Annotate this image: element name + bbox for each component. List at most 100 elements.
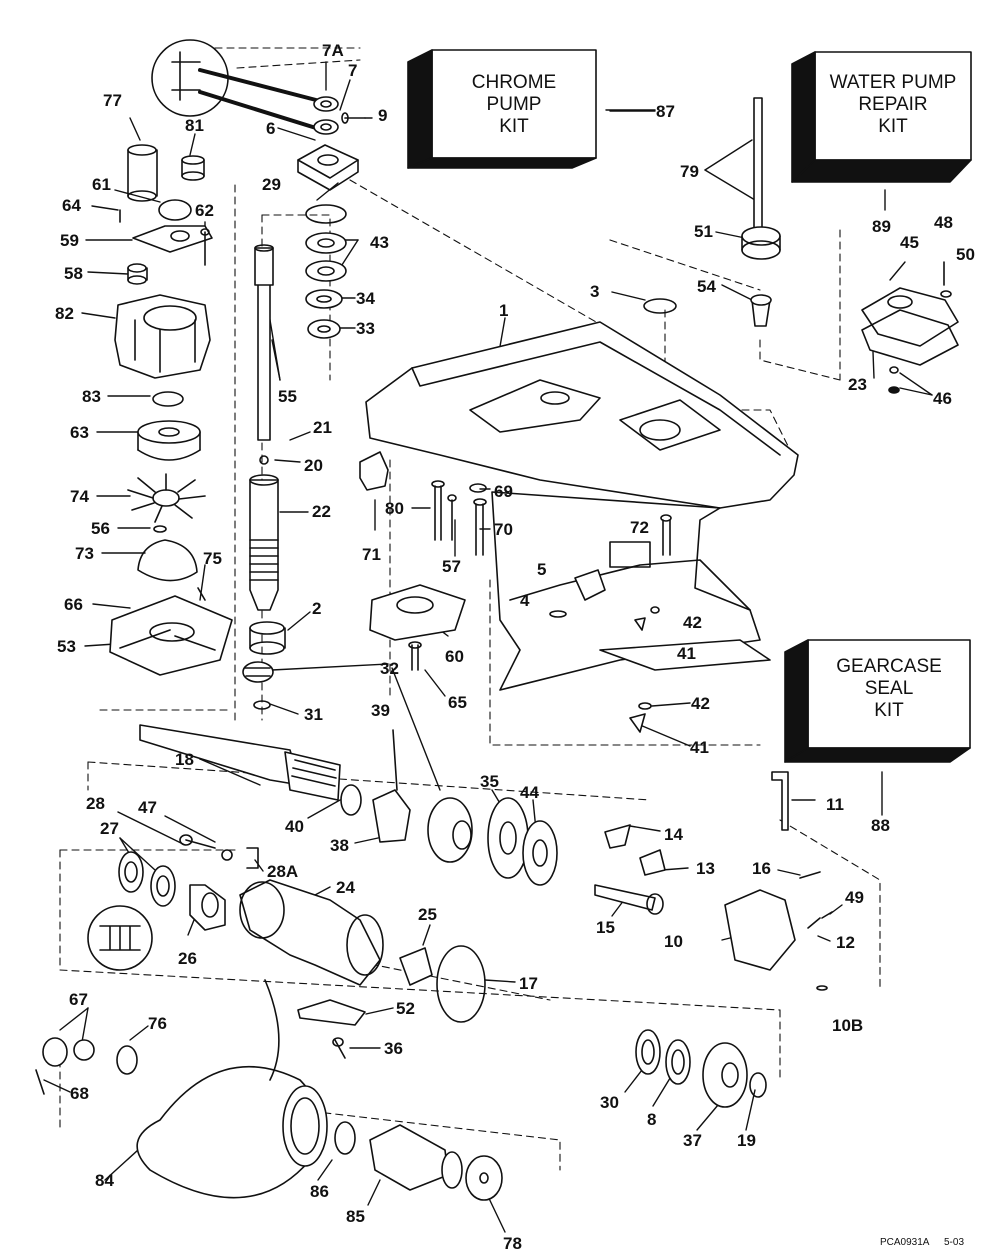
callout-42-lower: 42 bbox=[691, 694, 710, 713]
callout-70: 70 bbox=[494, 520, 513, 539]
gearcase-seal-kit-box bbox=[784, 639, 971, 763]
kit-line: WATER PUMP bbox=[829, 72, 957, 93]
callout-7a: 7A bbox=[322, 41, 344, 60]
callout-38: 38 bbox=[330, 836, 349, 855]
kit-line: REPAIR bbox=[858, 94, 928, 115]
callout-12: 12 bbox=[836, 933, 855, 952]
water-pump-kit-box bbox=[791, 51, 972, 183]
callout-55: 55 bbox=[278, 387, 297, 406]
callout-64: 64 bbox=[62, 196, 81, 215]
callout-45: 45 bbox=[900, 233, 919, 252]
callout-56: 56 bbox=[91, 519, 110, 538]
callout-6: 6 bbox=[266, 119, 276, 138]
callout-7: 7 bbox=[348, 61, 358, 80]
callout-50: 50 bbox=[956, 245, 975, 264]
callout-47: 47 bbox=[138, 798, 157, 817]
callout-86: 86 bbox=[310, 1182, 329, 1201]
drawing-date: 5-03 bbox=[944, 1237, 965, 1248]
callout-59: 59 bbox=[60, 231, 79, 250]
callout-89: 89 bbox=[872, 217, 891, 236]
callout-41-lower: 41 bbox=[690, 738, 709, 757]
gearcase-seal-kit-label: GEARCASE SEAL KIT bbox=[808, 656, 970, 722]
callout-58: 58 bbox=[64, 264, 83, 283]
callout-88: 88 bbox=[871, 816, 890, 835]
callout-67: 67 bbox=[69, 990, 88, 1009]
water-pump-repair-kit-label: WATER PUMP REPAIR KIT bbox=[815, 72, 971, 138]
callout-52: 52 bbox=[396, 999, 415, 1018]
callout-9: 9 bbox=[378, 106, 388, 125]
callout-61: 61 bbox=[92, 175, 111, 194]
callout-40: 40 bbox=[285, 817, 304, 836]
callout-41-upper: 41 bbox=[677, 644, 696, 663]
callout-27: 27 bbox=[100, 819, 119, 838]
callout-53: 53 bbox=[57, 637, 76, 656]
callout-57: 57 bbox=[442, 557, 461, 576]
callout-43: 43 bbox=[370, 233, 389, 252]
callout-71: 71 bbox=[362, 545, 381, 564]
callout-22: 22 bbox=[312, 502, 331, 521]
callout-63: 63 bbox=[70, 423, 89, 442]
callout-77: 77 bbox=[103, 91, 122, 110]
callout-46: 46 bbox=[933, 389, 952, 408]
callout-28a: 28A bbox=[267, 862, 299, 881]
callout-68: 68 bbox=[70, 1084, 89, 1103]
callout-11: 11 bbox=[826, 795, 844, 814]
callout-33: 33 bbox=[356, 319, 375, 338]
callout-5: 5 bbox=[537, 560, 547, 579]
kit-line: PUMP bbox=[486, 94, 542, 115]
callout-25: 25 bbox=[418, 905, 437, 924]
callout-32-upper: 32 bbox=[380, 659, 399, 678]
callout-42-upper: 42 bbox=[683, 613, 702, 632]
callout-20: 20 bbox=[304, 456, 323, 475]
chrome-pump-kit-label: CHROME PUMP KIT bbox=[436, 72, 592, 138]
callout-49: 49 bbox=[845, 888, 864, 907]
callout-85: 85 bbox=[346, 1207, 365, 1226]
group-outlines bbox=[59, 47, 881, 1171]
callout-26: 26 bbox=[178, 949, 197, 968]
callout-54: 54 bbox=[697, 277, 716, 296]
callout-10b: 10B bbox=[832, 1016, 864, 1035]
part-shapes bbox=[35, 39, 959, 1201]
callout-2: 2 bbox=[312, 599, 322, 618]
callout-83: 83 bbox=[82, 387, 101, 406]
callout-72: 72 bbox=[630, 518, 649, 537]
callout-21: 21 bbox=[313, 418, 332, 437]
callout-84: 84 bbox=[95, 1171, 114, 1190]
callout-44: 44 bbox=[520, 783, 539, 802]
kit-line: GEARCASE bbox=[836, 656, 942, 677]
callout-51: 51 bbox=[694, 222, 713, 241]
kit-line: KIT bbox=[499, 116, 529, 137]
drawing-code: PCA0931A bbox=[880, 1237, 930, 1248]
callout-35: 35 bbox=[480, 772, 499, 791]
callout-79: 79 bbox=[680, 162, 699, 181]
callout-30: 30 bbox=[600, 1093, 619, 1112]
callout-66: 66 bbox=[64, 595, 83, 614]
callout-60: 60 bbox=[445, 647, 464, 666]
chrome-pump-kit-box bbox=[407, 49, 597, 169]
callout-13: 13 bbox=[696, 859, 715, 878]
kit-line: CHROME bbox=[471, 72, 557, 93]
callout-29: 29 bbox=[262, 175, 281, 194]
callout-10: 10 bbox=[664, 932, 683, 951]
callout-4: 4 bbox=[520, 591, 530, 610]
callout-23: 23 bbox=[848, 375, 867, 394]
callout-76: 76 bbox=[148, 1014, 167, 1033]
callout-24: 24 bbox=[336, 878, 355, 897]
callout-3: 3 bbox=[590, 282, 600, 301]
callout-15: 15 bbox=[596, 918, 615, 937]
callout-78: 78 bbox=[503, 1234, 522, 1253]
callout-62: 62 bbox=[195, 201, 214, 220]
callout-69: 69 bbox=[494, 482, 513, 501]
callout-8: 8 bbox=[647, 1110, 657, 1129]
callout-82: 82 bbox=[55, 304, 74, 323]
callout-65: 65 bbox=[448, 693, 467, 712]
kit-line: KIT bbox=[874, 700, 904, 721]
callout-14: 14 bbox=[664, 825, 683, 844]
callout-81: 81 bbox=[185, 116, 204, 135]
callout-39: 39 bbox=[371, 701, 390, 720]
callout-16: 16 bbox=[752, 859, 771, 878]
callout-28: 28 bbox=[86, 794, 105, 813]
kit-line: KIT bbox=[878, 116, 908, 137]
